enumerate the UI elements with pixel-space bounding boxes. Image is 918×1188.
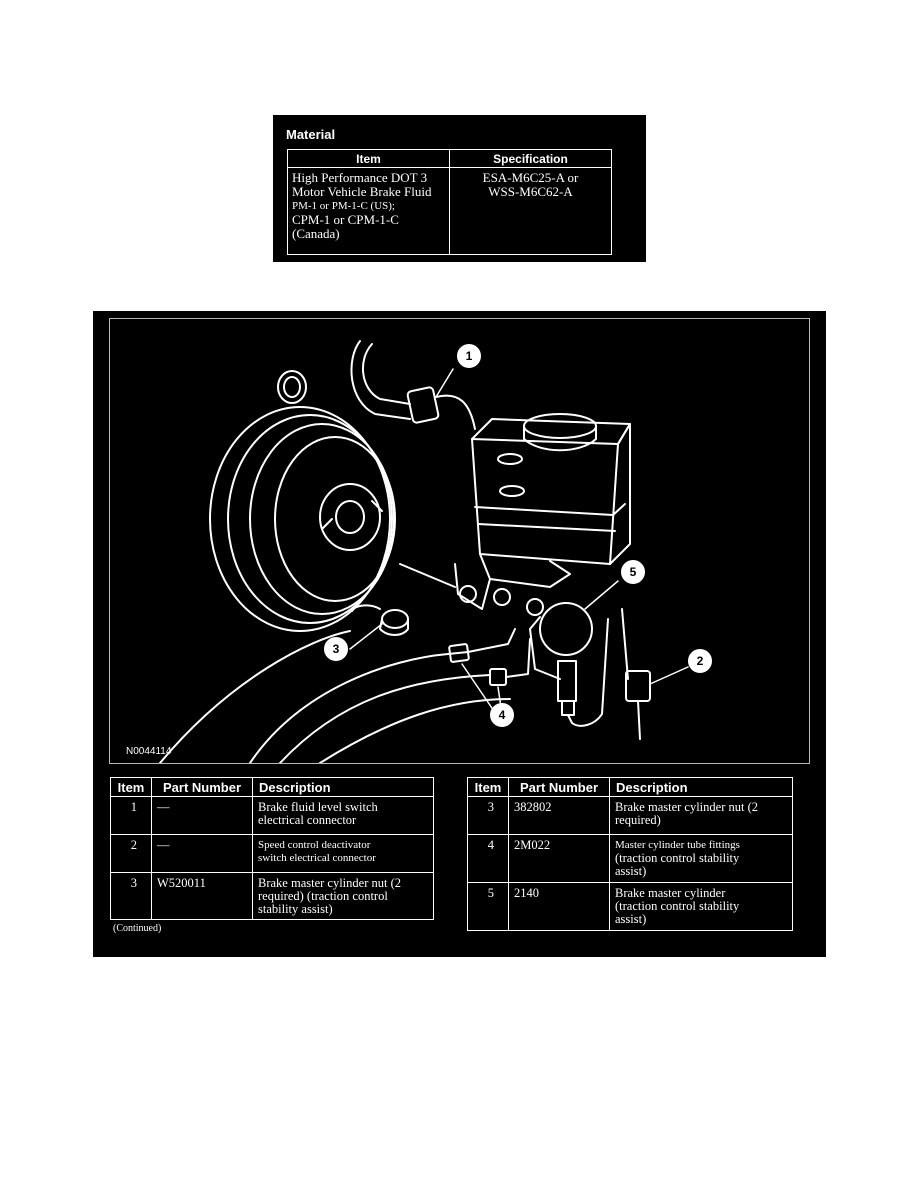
table-row: 1 — Brake fluid level switch electrical … <box>110 796 434 835</box>
diagram-illustration: 1 5 2 3 4 <box>159 340 712 763</box>
header-item: Item <box>467 777 509 797</box>
parts-table-left: Item Part Number Description 1 — Brake f… <box>110 777 434 920</box>
header-description: Description <box>609 777 793 797</box>
callout-circle <box>457 344 481 368</box>
cell-part-number: 2140 <box>508 882 610 931</box>
material-item-line: PM-1 or PM-1-C (US); <box>292 200 395 212</box>
cell-description: Brake fluid level switch electrical conn… <box>252 796 434 835</box>
callout-circle <box>688 649 712 673</box>
figure-code: N0044114 <box>126 746 172 757</box>
callout-circle <box>621 560 645 584</box>
description-line: Speed control deactivator <box>258 839 371 851</box>
figure-panel: 1 5 2 3 4 N0044114 Item Part Number Desc… <box>93 311 826 957</box>
speed-control-connector-shape <box>625 670 651 702</box>
table-row: 2 — Speed control deactivator switch ele… <box>110 834 434 873</box>
master-cylinder-nut-shape <box>381 609 409 629</box>
cell-description: Brake master cylinder nut (2 required) (… <box>252 872 434 920</box>
callout-label: 2 <box>697 654 704 668</box>
description-line: Brake master cylinder <box>615 886 726 900</box>
material-item-cell: High Performance DOT 3 Motor Vehicle Bra… <box>287 167 450 255</box>
callout-label: 5 <box>630 565 637 579</box>
description-line: required) <box>615 813 661 827</box>
callout-circle <box>490 703 514 727</box>
brake-booster-shape <box>209 406 391 632</box>
material-spec-line: ESA-M6C25-A or <box>482 170 579 185</box>
cell-description: Brake master cylinder nut (2 required) <box>609 796 793 835</box>
material-header-specification: Specification <box>449 149 612 168</box>
header-item: Item <box>110 777 152 797</box>
callout-circle <box>324 637 348 661</box>
description-line: Brake master cylinder nut (2 <box>615 800 759 814</box>
description-line: (traction control stability <box>615 899 740 913</box>
cell-item: 5 <box>467 882 509 931</box>
header-description: Description <box>252 777 434 797</box>
callout-label: 3 <box>333 642 340 656</box>
reservoir-cap-shape <box>523 413 597 439</box>
cell-description: Brake master cylinder (traction control … <box>609 882 793 931</box>
cylinder-valve-shape <box>539 602 593 656</box>
brake-master-cylinder-diagram: 1 5 2 3 4 N0044114 <box>109 318 810 764</box>
description-line: electrical connector <box>258 813 357 827</box>
continued-note: (Continued) <box>113 923 162 934</box>
cell-part-number: — <box>151 834 253 873</box>
description-line: Brake master cylinder nut (2 <box>258 876 402 890</box>
table-row: 3 382802 Brake master cylinder nut (2 re… <box>467 796 793 835</box>
header-part-number: Part Number <box>508 777 610 797</box>
description-line: Master cylinder tube fittings <box>615 839 740 851</box>
description-line: assist) <box>615 912 647 926</box>
description-line: assist) <box>615 864 647 878</box>
cell-item: 3 <box>467 796 509 835</box>
material-item-line: CPM-1 or CPM-1-C <box>292 212 399 227</box>
callout-label: 1 <box>466 349 473 363</box>
cell-description: Speed control deactivator switch electri… <box>252 834 434 873</box>
header-part-number: Part Number <box>151 777 253 797</box>
cell-part-number: — <box>151 796 253 835</box>
cell-part-number: 2M022 <box>508 834 610 883</box>
description-line: switch electrical connector <box>258 852 376 864</box>
table-row: 5 2140 Brake master cylinder (traction c… <box>467 882 793 931</box>
cell-description: Master cylinder tube fittings (traction … <box>609 834 793 883</box>
reservoir-body-shape <box>471 438 619 565</box>
cell-item: 2 <box>110 834 152 873</box>
tube-fitting-shape <box>489 668 507 686</box>
material-box: Material Item Specification High Perform… <box>273 115 646 262</box>
cell-part-number: W520011 <box>151 872 253 920</box>
material-title: Material <box>286 127 336 142</box>
material-table: Item Specification High Performance DOT … <box>287 149 612 255</box>
material-spec-line: WSS-M6C62-A <box>488 184 573 199</box>
material-header-item: Item <box>287 149 450 168</box>
description-line: (traction control stability <box>615 851 740 865</box>
material-item-line: (Canada) <box>292 226 340 241</box>
cell-item: 4 <box>467 834 509 883</box>
cell-item: 1 <box>110 796 152 835</box>
description-line: Brake fluid level switch <box>258 800 378 814</box>
table-row: 3 W520011 Brake master cylinder nut (2 r… <box>110 872 434 920</box>
callout-label: 4 <box>499 708 506 722</box>
description-line: stability assist) <box>258 902 333 916</box>
parts-table-right: Item Part Number Description 3 382802 Br… <box>467 777 793 931</box>
table-row: 4 2M022 Master cylinder tube fittings (t… <box>467 834 793 883</box>
material-item-line: High Performance DOT 3 <box>292 170 428 185</box>
hose-connector-shape <box>406 386 440 424</box>
cell-item: 3 <box>110 872 152 920</box>
material-spec-cell: ESA-M6C25-A or WSS-M6C62-A <box>449 167 612 255</box>
description-line: required) (traction control <box>258 889 388 903</box>
material-item-line: Motor Vehicle Brake Fluid <box>292 184 432 199</box>
cell-part-number: 382802 <box>508 796 610 835</box>
